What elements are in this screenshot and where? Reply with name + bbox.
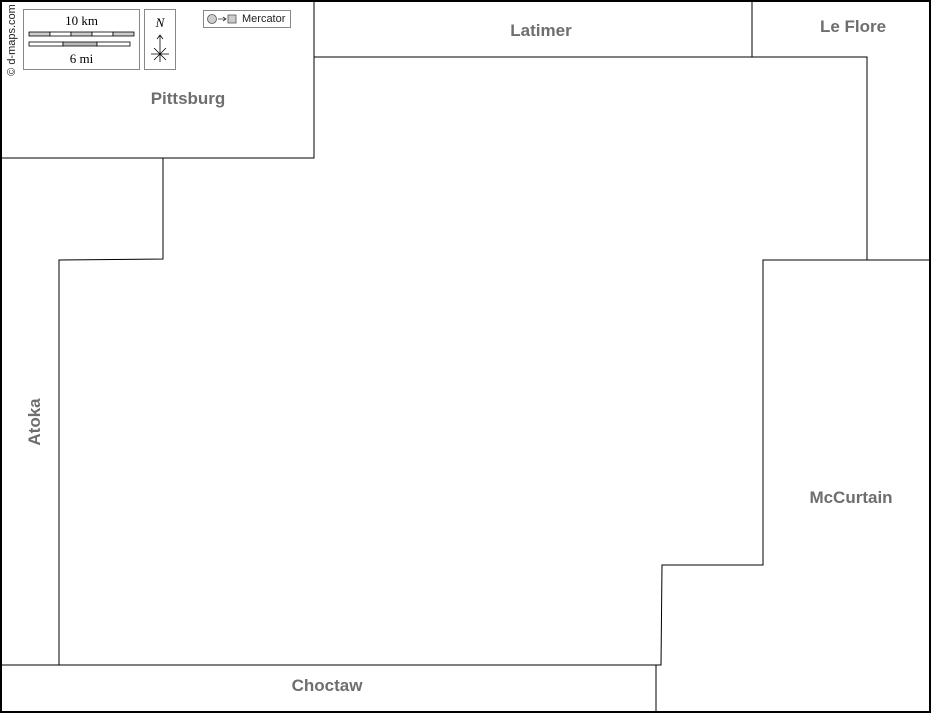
scale-mi-label: 6 mi bbox=[69, 51, 94, 66]
scale-km-label: 10 km bbox=[65, 13, 98, 28]
county-label-mccurtain: McCurtain bbox=[809, 488, 893, 507]
pittsburg-boundary bbox=[0, 0, 315, 159]
scale-bars bbox=[28, 31, 135, 47]
county-label-atoka: Atoka bbox=[25, 398, 44, 446]
projection-box: Mercator bbox=[203, 10, 291, 28]
county-label-latimer: Latimer bbox=[510, 21, 572, 40]
compass-icon bbox=[151, 34, 169, 62]
county-label-choctaw: Choctaw bbox=[291, 676, 363, 695]
projection-icon bbox=[207, 14, 237, 24]
projection-label: Mercator bbox=[242, 13, 286, 25]
main-county-boundary bbox=[58, 56, 868, 666]
scale-bar: 10 km 6 mi bbox=[23, 9, 140, 70]
north-label: N bbox=[155, 15, 165, 30]
mccurtain-boundary bbox=[655, 259, 931, 713]
county-label-le-flore: Le Flore bbox=[819, 17, 887, 36]
county-label-pittsburg: Pittsburg bbox=[150, 89, 226, 108]
north-arrow: N bbox=[144, 9, 176, 70]
copyright-credit: © d-maps.com bbox=[6, 4, 18, 76]
